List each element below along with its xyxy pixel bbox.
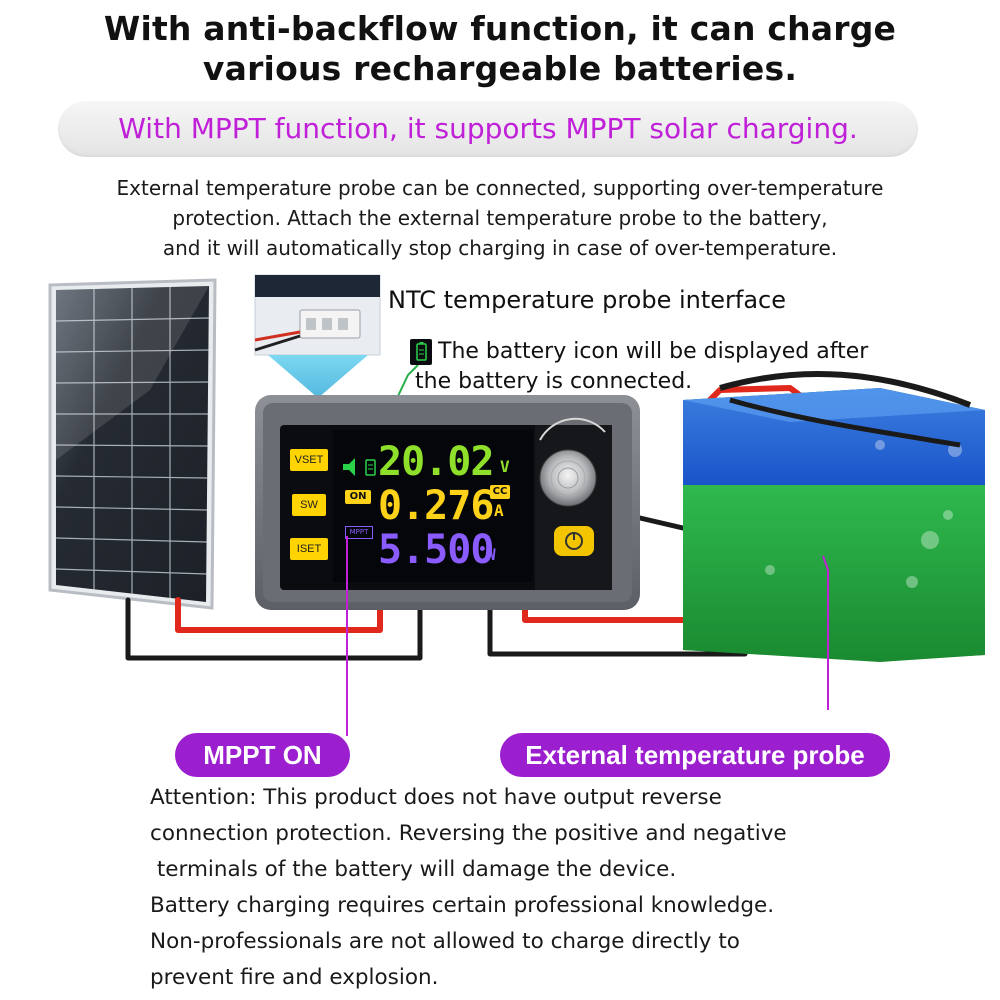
power-reading: 5.500: [378, 527, 494, 573]
headline-line-2: various rechargeable batteries.: [202, 49, 798, 88]
power-button: [554, 526, 594, 556]
voltage-unit: V: [500, 457, 510, 476]
power-unit: W: [486, 545, 496, 564]
battery-icon: [416, 342, 427, 361]
speaker-battery-icons: [343, 458, 376, 476]
external-probe-pill: External temperature probe: [500, 733, 890, 777]
product-illustration: [48, 274, 985, 710]
battery-icon-note-line-2: the battery is connected.: [415, 369, 693, 394]
ntc-connector-image: [254, 274, 381, 398]
battery-icon-swatch: [410, 339, 432, 365]
attention-line-2: connection protection. Reversing the pos…: [150, 821, 787, 846]
sw-key: SW: [292, 494, 326, 516]
attention-line-4: Battery charging requires certain profes…: [150, 893, 775, 918]
current-unit: A: [494, 501, 504, 520]
ext-probe-leader: [822, 555, 829, 710]
cc-mode-badge: CC: [490, 485, 510, 499]
mppt-banner: [58, 101, 918, 157]
ntc-interface-label: NTC temperature probe interface: [388, 286, 787, 314]
solar-wires: [125, 597, 423, 661]
attention-line-1: Attention: This product does not have ou…: [150, 785, 722, 810]
attention-line-3: terminals of the battery will damage the…: [150, 857, 677, 882]
voltage-reading: 20.02: [378, 439, 494, 485]
battery-icon-note-line-1: The battery icon will be displayed after: [438, 339, 869, 364]
attention-line-6: prevent fire and explosion.: [150, 965, 439, 990]
mppt-leader: [346, 536, 348, 736]
battery: [683, 370, 985, 662]
mppt-banner-text: With MPPT function, it supports MPPT sol…: [118, 112, 858, 145]
description-line-1: External temperature probe can be connec…: [116, 176, 884, 200]
power-module: [255, 395, 640, 610]
headline-line-1: With anti-backflow function, it can char…: [103, 9, 897, 48]
output-status-badge: ON: [345, 490, 371, 504]
current-reading: 0.276: [378, 483, 494, 529]
rotary-knob: [539, 417, 606, 507]
iset-key: ISET: [290, 538, 328, 560]
solar-panel: [48, 278, 217, 610]
attention-line-5: Non-professionals are not allowed to cha…: [150, 929, 740, 954]
mppt-on-pill: MPPT ON: [175, 733, 350, 777]
description-line-2: protection. Attach the external temperat…: [172, 206, 828, 230]
description-line-3: and it will automatically stop charging …: [162, 236, 838, 260]
vset-key: VSET: [290, 449, 328, 471]
mppt-indicator: MPPT: [345, 526, 373, 539]
